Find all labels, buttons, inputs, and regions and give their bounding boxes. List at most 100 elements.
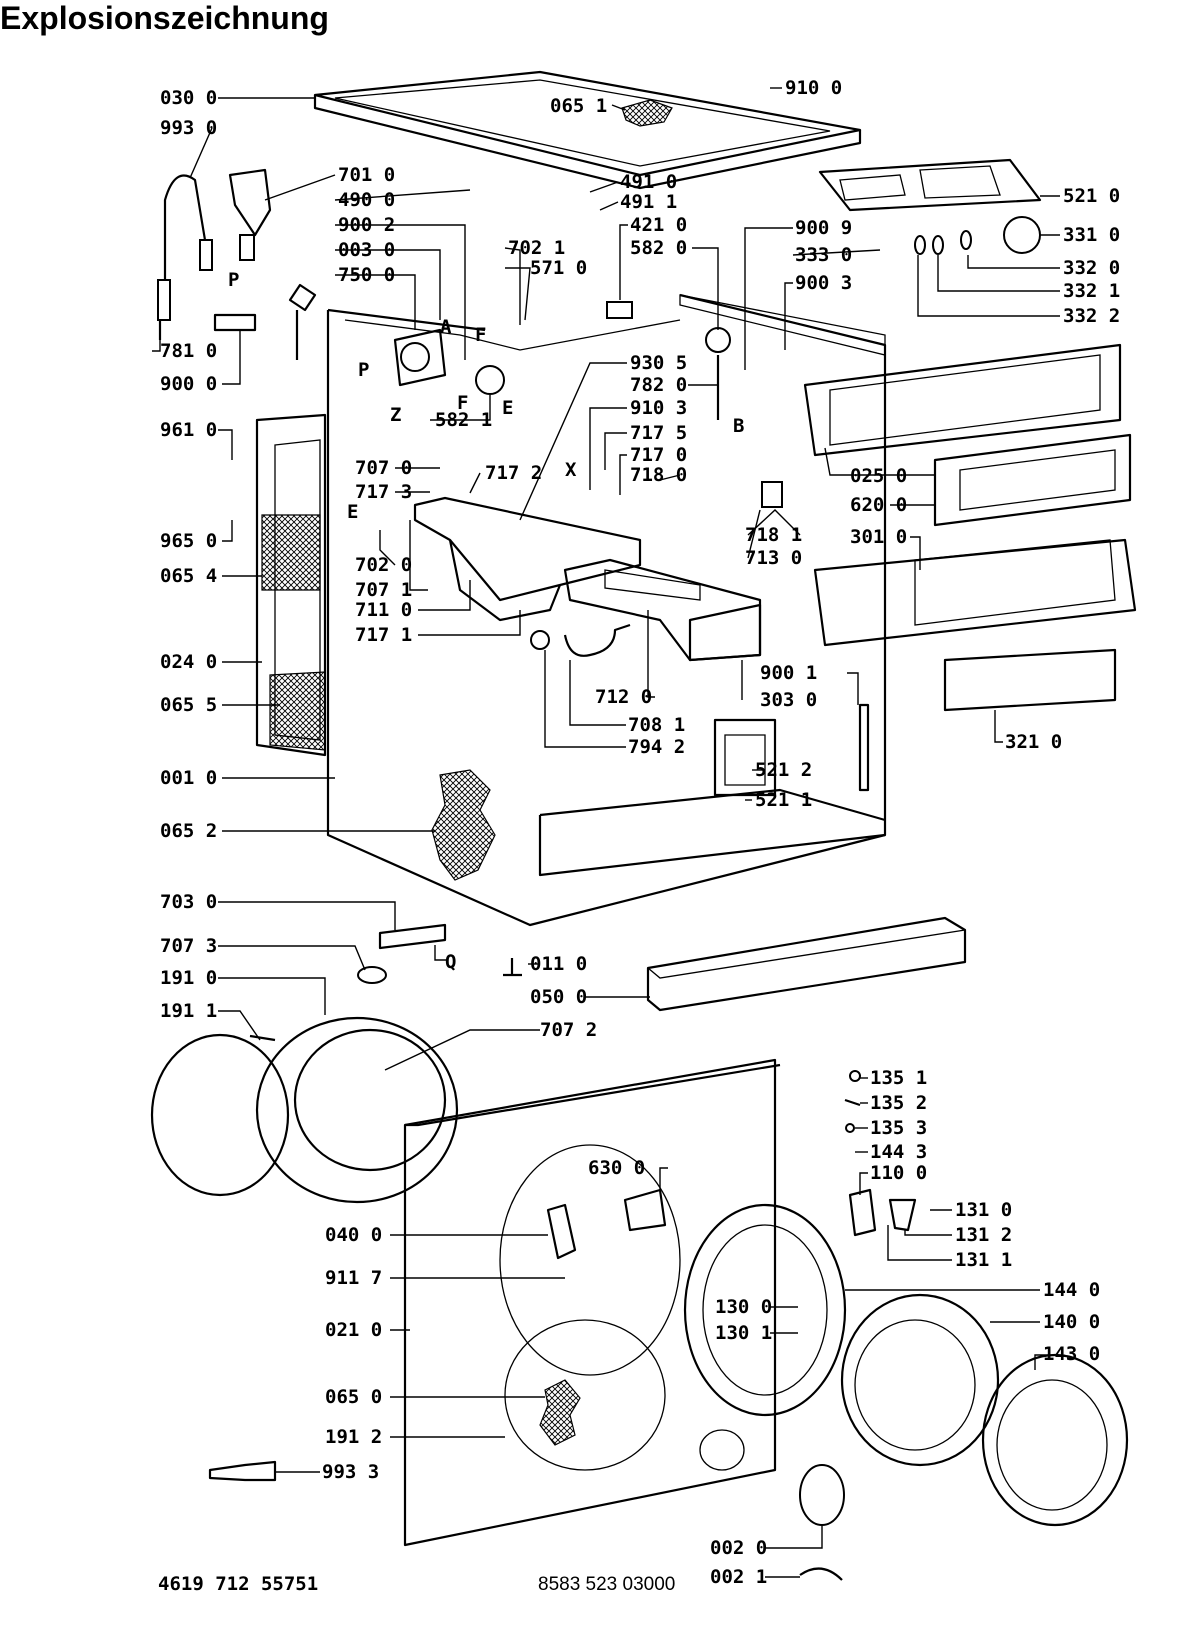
callout-letter: P (228, 269, 239, 291)
part-label: 702 1 (508, 237, 565, 259)
part-label: 781 0 (160, 340, 217, 362)
part-label: 961 0 (160, 419, 217, 441)
part-label: 708 1 (628, 714, 685, 736)
part-label: 011 0 (530, 953, 587, 975)
part-label: 620 0 (850, 494, 907, 516)
part-label: 321 0 (1005, 731, 1062, 753)
part-label: 582 1 (435, 409, 492, 431)
parts-artwork (150, 70, 1137, 1581)
part-label: 711 0 (355, 599, 412, 621)
part-label: 910 3 (630, 397, 687, 419)
part-label: 782 0 (630, 374, 687, 396)
part-label: 030 0 (160, 87, 217, 109)
part-label: 521 0 (1063, 185, 1120, 207)
part-label: 040 0 (325, 1224, 382, 1246)
callout-letter: F (457, 392, 468, 414)
part-label: 050 0 (530, 986, 587, 1008)
part-label: 965 0 (160, 530, 217, 552)
part-label: 331 0 (1063, 224, 1120, 246)
part-label: 002 0 (710, 1537, 767, 1559)
callout-letter: Q (445, 951, 456, 973)
part-label: 421 0 (630, 214, 687, 236)
part-label: 717 3 (355, 481, 412, 503)
callout-letter: X (565, 459, 577, 481)
part-label: 065 5 (160, 694, 217, 716)
footer-left-code: 4619 712 55751 (158, 1573, 318, 1595)
part-label: 717 5 (630, 422, 687, 444)
part-label: 900 1 (760, 662, 817, 684)
part-label: 332 0 (1063, 257, 1120, 279)
part-label: 491 0 (620, 171, 677, 193)
callout-letter: F (475, 324, 486, 346)
part-label: 900 9 (795, 217, 852, 239)
part-label: 303 0 (760, 689, 817, 711)
footer-center-code: 8583 523 03000 (538, 1574, 675, 1595)
part-label: 717 1 (355, 624, 412, 646)
part-label: 900 0 (160, 373, 217, 395)
part-label: 135 3 (870, 1117, 927, 1139)
part-label: 002 1 (710, 1566, 767, 1588)
part-label: 144 3 (870, 1141, 927, 1163)
part-label: 582 0 (630, 237, 687, 259)
part-label: 713 0 (745, 547, 802, 569)
part-label: 110 0 (870, 1162, 927, 1184)
part-label: 191 1 (160, 1000, 217, 1022)
part-label: 717 0 (630, 444, 687, 466)
part-label: 717 2 (485, 462, 542, 484)
part-label: 333 0 (795, 244, 852, 266)
part-label: 131 2 (955, 1224, 1012, 1246)
callout-letter: A (440, 316, 452, 338)
part-label: 130 1 (715, 1322, 772, 1344)
part-label: 001 0 (160, 767, 217, 789)
page-title: Explosionszeichnung (0, 0, 329, 36)
part-label: 911 7 (325, 1267, 382, 1289)
part-label: 993 3 (322, 1461, 379, 1483)
part-label: 024 0 (160, 651, 217, 673)
part-label: 993 0 (160, 117, 217, 139)
part-label: 144 0 (1043, 1279, 1100, 1301)
callout-letter: Z (390, 404, 401, 426)
part-label: 718 1 (745, 524, 802, 546)
part-label: 135 2 (870, 1092, 927, 1114)
part-label: 718 0 (630, 464, 687, 486)
part-label: 707 2 (540, 1019, 597, 1041)
part-label: 910 0 (785, 77, 842, 99)
part-label: 065 2 (160, 820, 217, 842)
part-label: 571 0 (530, 257, 587, 279)
part-label: 900 3 (795, 272, 852, 294)
part-label: 025 0 (850, 465, 907, 487)
part-label: 135 1 (870, 1067, 927, 1089)
callout-letter: E (347, 501, 358, 523)
part-label: 065 4 (160, 565, 217, 587)
part-label: 701 0 (338, 164, 395, 186)
part-label: 930 5 (630, 352, 687, 374)
part-label: 332 1 (1063, 280, 1120, 302)
part-label: 490 0 (338, 189, 395, 211)
callout-letter: B (733, 415, 744, 437)
part-label: 131 0 (955, 1199, 1012, 1221)
part-label: 065 1 (550, 95, 607, 117)
part-label: 003 0 (338, 239, 395, 261)
part-label: 707 1 (355, 579, 412, 601)
part-label: 143 0 (1043, 1343, 1100, 1365)
part-label: 131 1 (955, 1249, 1012, 1271)
part-label: 630 0 (588, 1157, 645, 1179)
part-label: 712 0 (595, 686, 652, 708)
part-label: 301 0 (850, 526, 907, 548)
part-label: 130 0 (715, 1296, 772, 1318)
part-label: 065 0 (325, 1386, 382, 1408)
part-label: 021 0 (325, 1319, 382, 1341)
part-label: 140 0 (1043, 1311, 1100, 1333)
part-label: 703 0 (160, 891, 217, 913)
part-label: 491 1 (620, 191, 677, 213)
part-label: 702 0 (355, 554, 412, 576)
part-label: 191 0 (160, 967, 217, 989)
letter-callouts: P A P F F E Z B X E Q (228, 269, 744, 973)
leader-lines (152, 87, 1060, 1578)
part-label: 794 2 (628, 736, 685, 758)
part-labels: 030 0 065 1 910 0 993 0 701 0 490 0 491 … (160, 77, 1120, 1588)
callout-letter: P (358, 359, 369, 381)
part-label: 707 0 (355, 457, 412, 479)
part-label: 521 1 (755, 789, 812, 811)
callout-letter: E (502, 397, 513, 419)
